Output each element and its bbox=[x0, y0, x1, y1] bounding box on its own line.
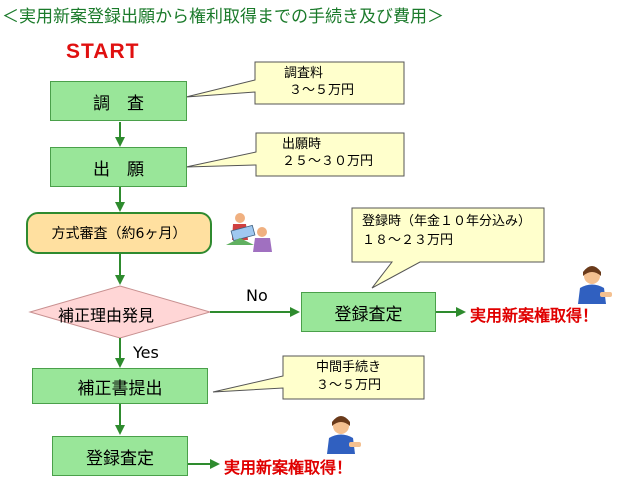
page-title: ＜実用新案登録出願から権利取得までの手続き及び費用＞ bbox=[2, 7, 444, 27]
step-chousa: 調 査 bbox=[50, 81, 187, 121]
callout-shutsugan bbox=[185, 132, 405, 177]
callout-shutsugan-title: 出願時 bbox=[282, 137, 322, 152]
callout-chousa-fee: ３～５万円 bbox=[289, 83, 355, 98]
callout-shutsugan-fee: ２５～３０万円 bbox=[282, 154, 374, 169]
callout-chousa bbox=[185, 61, 405, 105]
branch-yes-label: Yes bbox=[133, 343, 159, 362]
callout-chukan-title: 中間手続き bbox=[316, 360, 382, 375]
step-toroku-satei-yes: 登録査定 bbox=[52, 436, 188, 476]
decision-label: 補正理由発見 bbox=[58, 306, 155, 325]
step-hosei-sho: 補正書提出 bbox=[32, 368, 208, 404]
step-houshiki-shinsa: 方式審査（約6ヶ月） bbox=[26, 212, 212, 254]
branch-no-label: No bbox=[246, 286, 268, 305]
step-shutsugan: 出 願 bbox=[50, 147, 187, 187]
person-icon-2 bbox=[327, 416, 361, 454]
callout-chukan-fee: ３～５万円 bbox=[316, 378, 382, 393]
result-jitsuyo-shinan-1: 実用新案権取得！ bbox=[470, 306, 599, 325]
callout-chukan bbox=[212, 355, 425, 400]
start-label: START bbox=[66, 40, 140, 63]
step-toroku-satei-no: 登録査定 bbox=[301, 292, 436, 332]
result-jitsuyo-shinan-2: 実用新案権取得！ bbox=[224, 458, 353, 477]
reading-people-icon bbox=[226, 213, 272, 252]
callout-toroku-title: 登録時（年金１０年分込み） bbox=[362, 214, 532, 229]
callout-toroku-fee: １８～２３万円 bbox=[362, 233, 454, 248]
callout-chousa-title: 調査料 bbox=[284, 66, 324, 81]
callout-toroku bbox=[351, 207, 545, 289]
person-icon bbox=[578, 266, 612, 304]
